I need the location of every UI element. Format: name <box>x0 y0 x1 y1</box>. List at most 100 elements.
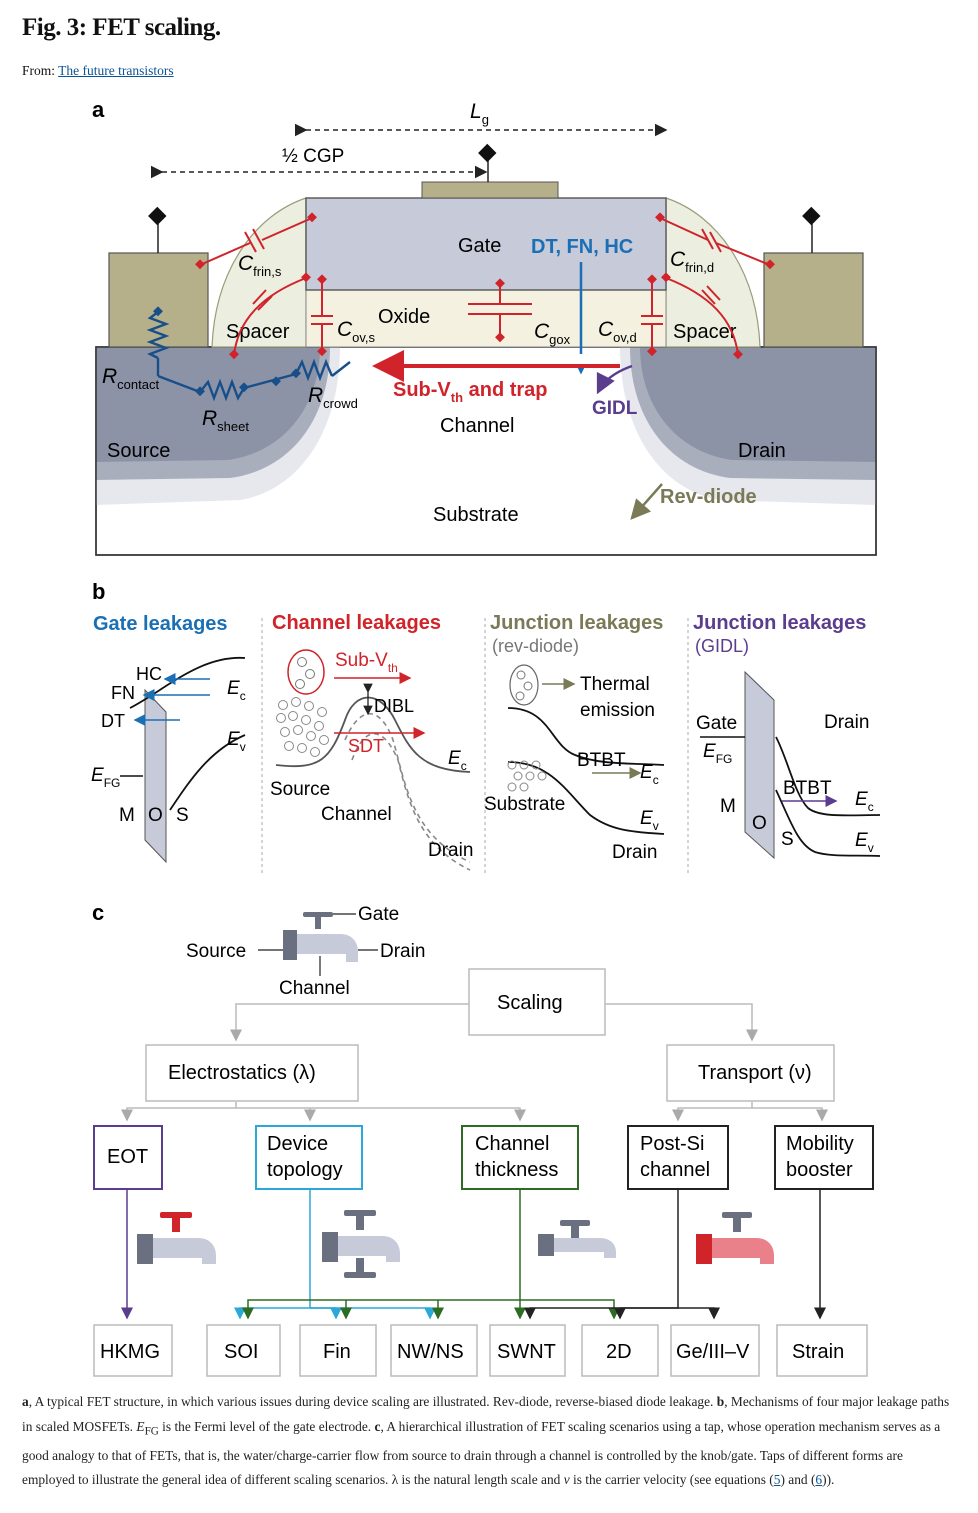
leaf-box-fin <box>299 1324 377 1377</box>
equation-5-link[interactable]: 5 <box>773 1472 781 1488</box>
rev-diode-b-label: (rev-diode) <box>492 636 579 656</box>
tap-gate-label: Gate <box>358 904 399 925</box>
drain-core <box>640 347 876 462</box>
s-label-2: S <box>781 829 794 850</box>
transport-label: Transport (ν) <box>698 1062 812 1084</box>
gidl-label: GIDL <box>592 398 638 419</box>
drain-contact <box>763 252 864 348</box>
drain-b-label: Drain <box>428 840 473 861</box>
ec-label-2: Ec <box>448 748 467 773</box>
ev-label-1: Ev <box>227 729 246 754</box>
leaf-fin: Fin <box>323 1341 351 1363</box>
gate-label: Gate <box>458 235 501 257</box>
figure-title: Fig. 3: FET scaling. <box>22 14 221 41</box>
transport-box <box>666 1044 835 1102</box>
equation-6-link[interactable]: 6 <box>815 1472 823 1488</box>
m-label-2: M <box>720 796 736 817</box>
fn-label: FN <box>111 683 135 703</box>
tap-channel-label: Channel <box>279 978 350 999</box>
electrostatics-box <box>145 1044 359 1102</box>
leaf-strain: Strain <box>792 1341 844 1363</box>
source-terminal-icon <box>148 206 167 226</box>
cov-d-label: Cov,d <box>598 318 637 345</box>
drain-terminal-icon <box>802 206 821 226</box>
leaf-nwns: NW/NS <box>397 1341 464 1363</box>
channel-b-label: Channel <box>321 804 392 825</box>
ec-label-3: Ec <box>640 762 659 787</box>
leaf-ge: Ge/III–V <box>676 1341 750 1363</box>
source-b-label: Source <box>270 779 330 800</box>
figure-svg: a Lg ½ CGP Gate Oxide Spacer Spacer DT, … <box>91 97 881 1377</box>
rcontact-label: Rcontact <box>102 365 159 392</box>
source-contact <box>108 252 209 348</box>
o-label-1: O <box>148 805 163 826</box>
device-topology-label-2: topology <box>267 1159 343 1181</box>
mobility-booster-box <box>774 1125 874 1190</box>
channel-thickness-label-2: thickness <box>475 1159 558 1181</box>
post-si-label-1: Post-Si <box>640 1133 704 1155</box>
leaf-box-2d <box>581 1324 659 1377</box>
channel-label: Channel <box>440 415 515 437</box>
spacer-right-label: Spacer <box>673 321 737 343</box>
dt-label: DT <box>101 711 125 731</box>
hc-label: HC <box>136 664 162 684</box>
tap-drain-label: Drain <box>380 941 425 962</box>
efg-label-1: EFG <box>91 765 120 790</box>
post-si-label-2: channel <box>640 1159 710 1181</box>
tap-double-knob-icon <box>322 1210 400 1278</box>
rsheet-label: Rsheet <box>202 407 249 434</box>
tap-red-body-icon <box>696 1212 774 1264</box>
rev-diode-label: Rev-diode <box>660 486 757 508</box>
panel-a-label: a <box>92 97 105 122</box>
leaf-box-soi <box>206 1324 281 1377</box>
eot-label: EOT <box>107 1146 148 1168</box>
leaf-hkmg: HKMG <box>100 1341 160 1363</box>
post-si-box <box>627 1125 729 1190</box>
oxide-barrier <box>144 688 167 864</box>
cov-s-label: Cov,s <box>337 318 376 345</box>
gidl-arrow <box>596 364 633 395</box>
dt-fn-hc-label: DT, FN, HC <box>531 236 633 258</box>
rcrowd-label: Rcrowd <box>308 384 358 411</box>
btbt-label-1: BTBT <box>577 750 626 771</box>
panel-c-label: c <box>92 900 104 925</box>
gidl-b-label: (GIDL) <box>695 636 749 656</box>
sdt-label: SDT <box>348 736 384 756</box>
leaf-2d: 2D <box>606 1341 632 1363</box>
electron-cluster <box>276 697 329 757</box>
leaf-box-swnt <box>489 1324 566 1377</box>
source-label: Source <box>107 440 170 462</box>
oxide-label: Oxide <box>378 306 430 328</box>
from-line: From: The future transistors <box>22 63 174 79</box>
mobility-booster-label-2: booster <box>786 1159 853 1181</box>
capacitor-nodes <box>195 212 775 360</box>
device-topology-box <box>255 1125 363 1190</box>
resistor-network <box>146 311 351 402</box>
gate-contact <box>421 181 559 199</box>
gate-leakages-title: Gate leakages <box>93 613 228 635</box>
scaling-label: Scaling <box>497 992 563 1014</box>
o-label-2: O <box>752 813 767 834</box>
from-label: From: <box>22 63 56 78</box>
article-link[interactable]: The future transistors <box>58 63 174 78</box>
rev-diode-arrow <box>630 483 663 520</box>
tap-thin-channel-icon <box>538 1220 616 1258</box>
leaf-box-hkmg <box>93 1324 173 1377</box>
eot-box <box>93 1125 163 1190</box>
cfrin-s-label: Cfrin,s <box>238 252 282 279</box>
half-cgp-label: ½ CGP <box>282 146 344 167</box>
panel-b-label: b <box>92 579 105 604</box>
drain-b3-label: Drain <box>612 842 657 863</box>
tap-source-label: Source <box>186 941 246 962</box>
dibl-label: DIBL <box>374 696 414 716</box>
subvth-b-label: Sub-Vth <box>335 650 398 675</box>
substrate-label: Substrate <box>433 504 519 526</box>
ev-label-4: Ev <box>855 830 874 855</box>
channel-leakages-title: Channel leakages <box>272 612 441 634</box>
spacer-left-label: Spacer <box>226 321 290 343</box>
leaf-box-strain <box>776 1324 868 1377</box>
m-label-1: M <box>119 805 135 826</box>
drain-label: Drain <box>738 440 786 462</box>
leaf-soi: SOI <box>224 1341 258 1363</box>
mobility-booster-label-1: Mobility <box>786 1133 854 1155</box>
